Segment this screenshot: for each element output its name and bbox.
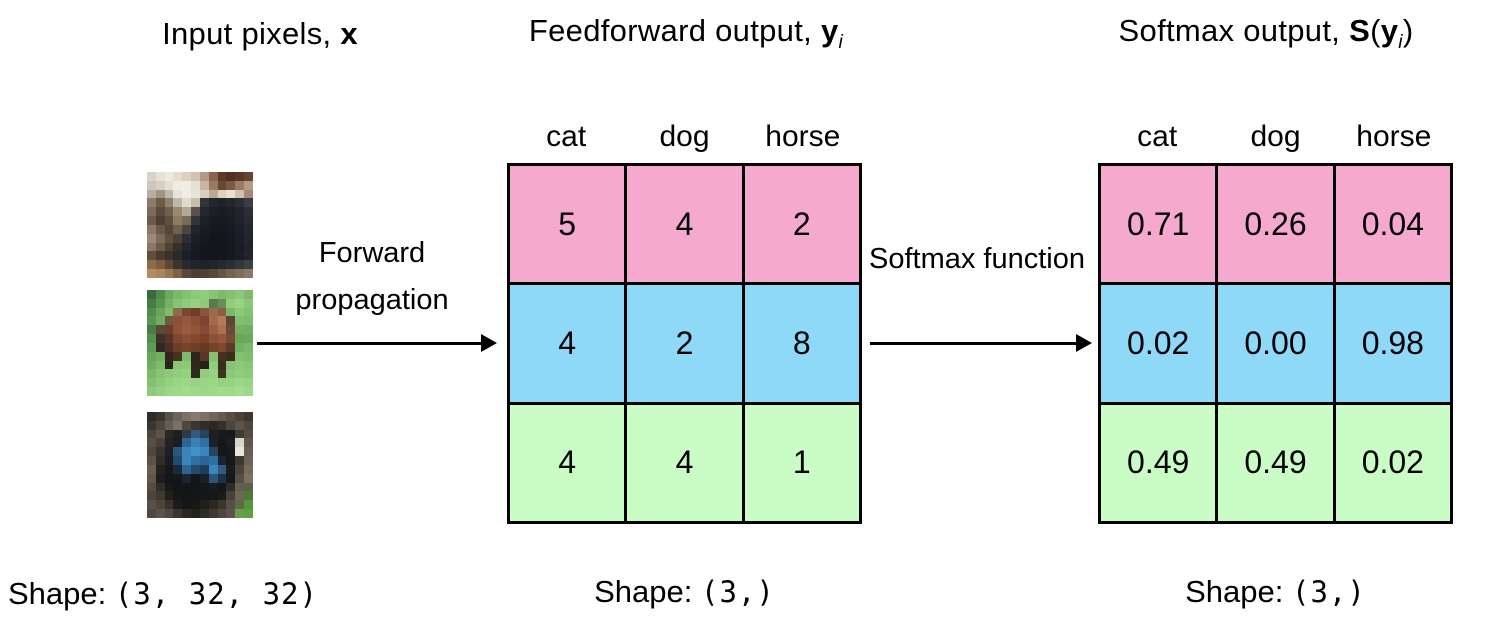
- softmax-function-arrow: [870, 333, 1092, 353]
- feedforward-table: 5 4 2 4 2 8 4 4 1: [507, 163, 862, 524]
- cat-photo: [147, 172, 253, 278]
- table-cell: 0.71: [1101, 166, 1216, 283]
- softmax-shape-label: Shape: (3,): [1098, 574, 1453, 610]
- arrow-head-icon: [1076, 334, 1092, 352]
- shape-word: Shape:: [8, 576, 107, 611]
- table-cell: 4: [510, 285, 625, 402]
- softmax-title: Softmax output, S(yi): [1118, 13, 1414, 54]
- column-header-dog: dog: [1250, 120, 1301, 153]
- shape-value: (3,): [701, 575, 775, 609]
- table-cell: 0.49: [1218, 404, 1333, 521]
- arrow-shaft: [870, 341, 1080, 345]
- column-header-cat: cat: [546, 120, 587, 153]
- table-cell: 0.49: [1101, 404, 1216, 521]
- feedforward-title: Feedforward output, yi: [528, 13, 844, 54]
- dog-photo: [147, 412, 253, 518]
- table-cell: 4: [627, 166, 742, 283]
- shape-word: Shape:: [594, 574, 693, 609]
- table-cell: 4: [627, 404, 742, 521]
- softmax-function-label: Softmax function: [869, 243, 1085, 275]
- feedforward-shape-label: Shape: (3,): [507, 574, 862, 610]
- table-cell: 4: [510, 404, 625, 521]
- shape-value: (3, 32, 32): [114, 577, 318, 611]
- table-cell: 0.02: [1101, 285, 1216, 402]
- shape-value: (3,): [1292, 575, 1366, 609]
- horse-photo: [147, 290, 253, 396]
- shape-word: Shape:: [1185, 574, 1284, 609]
- forward-propagation-arrow: [257, 333, 497, 353]
- arrow-head-icon: [481, 334, 497, 352]
- input-shape-label: Shape: (3, 32, 32): [8, 576, 318, 612]
- table-cell: 0.26: [1218, 166, 1333, 283]
- table-cell: 5: [510, 166, 625, 283]
- table-cell: 0.00: [1218, 285, 1333, 402]
- forward-propagation-label: Forward propagation: [295, 237, 449, 316]
- table-cell: 8: [744, 285, 859, 402]
- column-header-cat: cat: [1137, 120, 1178, 153]
- column-header-horse: horse: [765, 120, 841, 153]
- column-header-dog: dog: [659, 120, 710, 153]
- arrow-shaft: [257, 341, 485, 345]
- softmax-table: 0.71 0.26 0.04 0.02 0.00 0.98 0.49 0.49 …: [1098, 163, 1453, 524]
- softmax-column-headers: cat dog horse: [1098, 98, 1453, 154]
- feedforward-column-headers: cat dog horse: [507, 98, 862, 154]
- column-header-horse: horse: [1356, 120, 1432, 153]
- input-title: Input pixels, x: [162, 16, 358, 51]
- table-cell: 1: [744, 404, 859, 521]
- table-cell: 0.02: [1335, 404, 1450, 521]
- table-cell: 0.04: [1335, 166, 1450, 283]
- table-cell: 0.98: [1335, 285, 1450, 402]
- table-cell: 2: [627, 285, 742, 402]
- table-cell: 2: [744, 166, 859, 283]
